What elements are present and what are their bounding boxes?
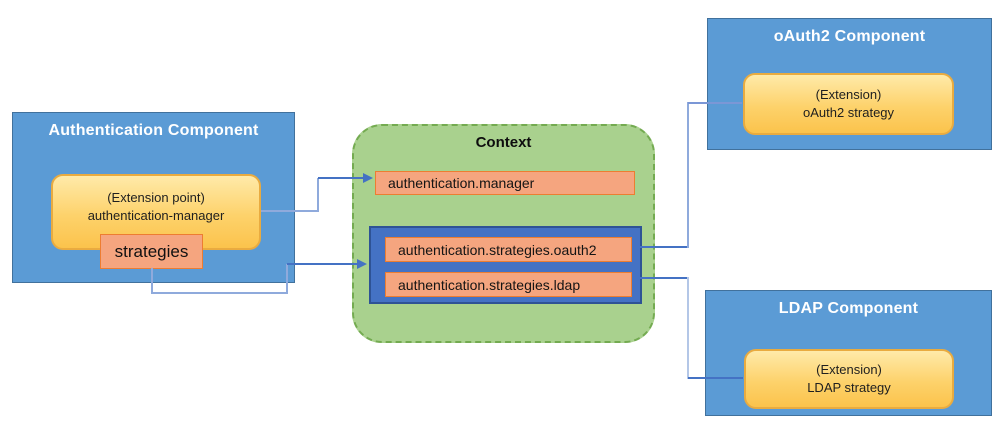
ldap-binding-bar: authentication.strategies.ldap bbox=[385, 272, 632, 297]
authentication-component-title: Authentication Component bbox=[48, 122, 259, 139]
ldap-extension-line1: (Extension) bbox=[816, 361, 882, 377]
ldap-extension-box: (Extension) LDAP strategy bbox=[744, 349, 954, 409]
strategies-group-box: authentication.strategies.oauth2 authent… bbox=[369, 226, 642, 304]
manager-binding-label: authentication.manager bbox=[388, 175, 535, 191]
oauth2-binding-label: authentication.strategies.oauth2 bbox=[398, 241, 597, 258]
ldap-component-box: LDAP Component (Extension) LDAP strategy bbox=[705, 290, 992, 416]
strategies-box: strategies bbox=[100, 234, 203, 269]
oauth2-binding-bar: authentication.strategies.oauth2 bbox=[385, 237, 632, 262]
manager-binding-bar: authentication.manager bbox=[375, 171, 635, 195]
oauth2-component-box: oAuth2 Component (Extension) oAuth2 stra… bbox=[707, 18, 992, 150]
ldap-extension-line2: LDAP strategy bbox=[807, 380, 891, 395]
context-box: Context authentication.manager authentic… bbox=[352, 124, 655, 343]
oauth2-extension-line1: (Extension) bbox=[815, 86, 882, 102]
context-title: Context bbox=[475, 134, 532, 151]
oauth2-extension-box: (Extension) oAuth2 strategy bbox=[743, 73, 954, 135]
ldap-component-title: LDAP Component bbox=[778, 300, 919, 317]
strategies-label: strategies bbox=[114, 241, 189, 261]
ldap-binding-label: authentication.strategies.ldap bbox=[398, 276, 581, 293]
extension-point-line2: authentication-manager bbox=[87, 208, 225, 223]
extension-point-line1: (Extension point) bbox=[107, 189, 205, 205]
oauth2-extension-line2: oAuth2 strategy bbox=[802, 105, 895, 120]
authentication-component-box: Authentication Component (Extension poin… bbox=[12, 112, 295, 283]
oauth2-component-title: oAuth2 Component bbox=[773, 28, 926, 45]
